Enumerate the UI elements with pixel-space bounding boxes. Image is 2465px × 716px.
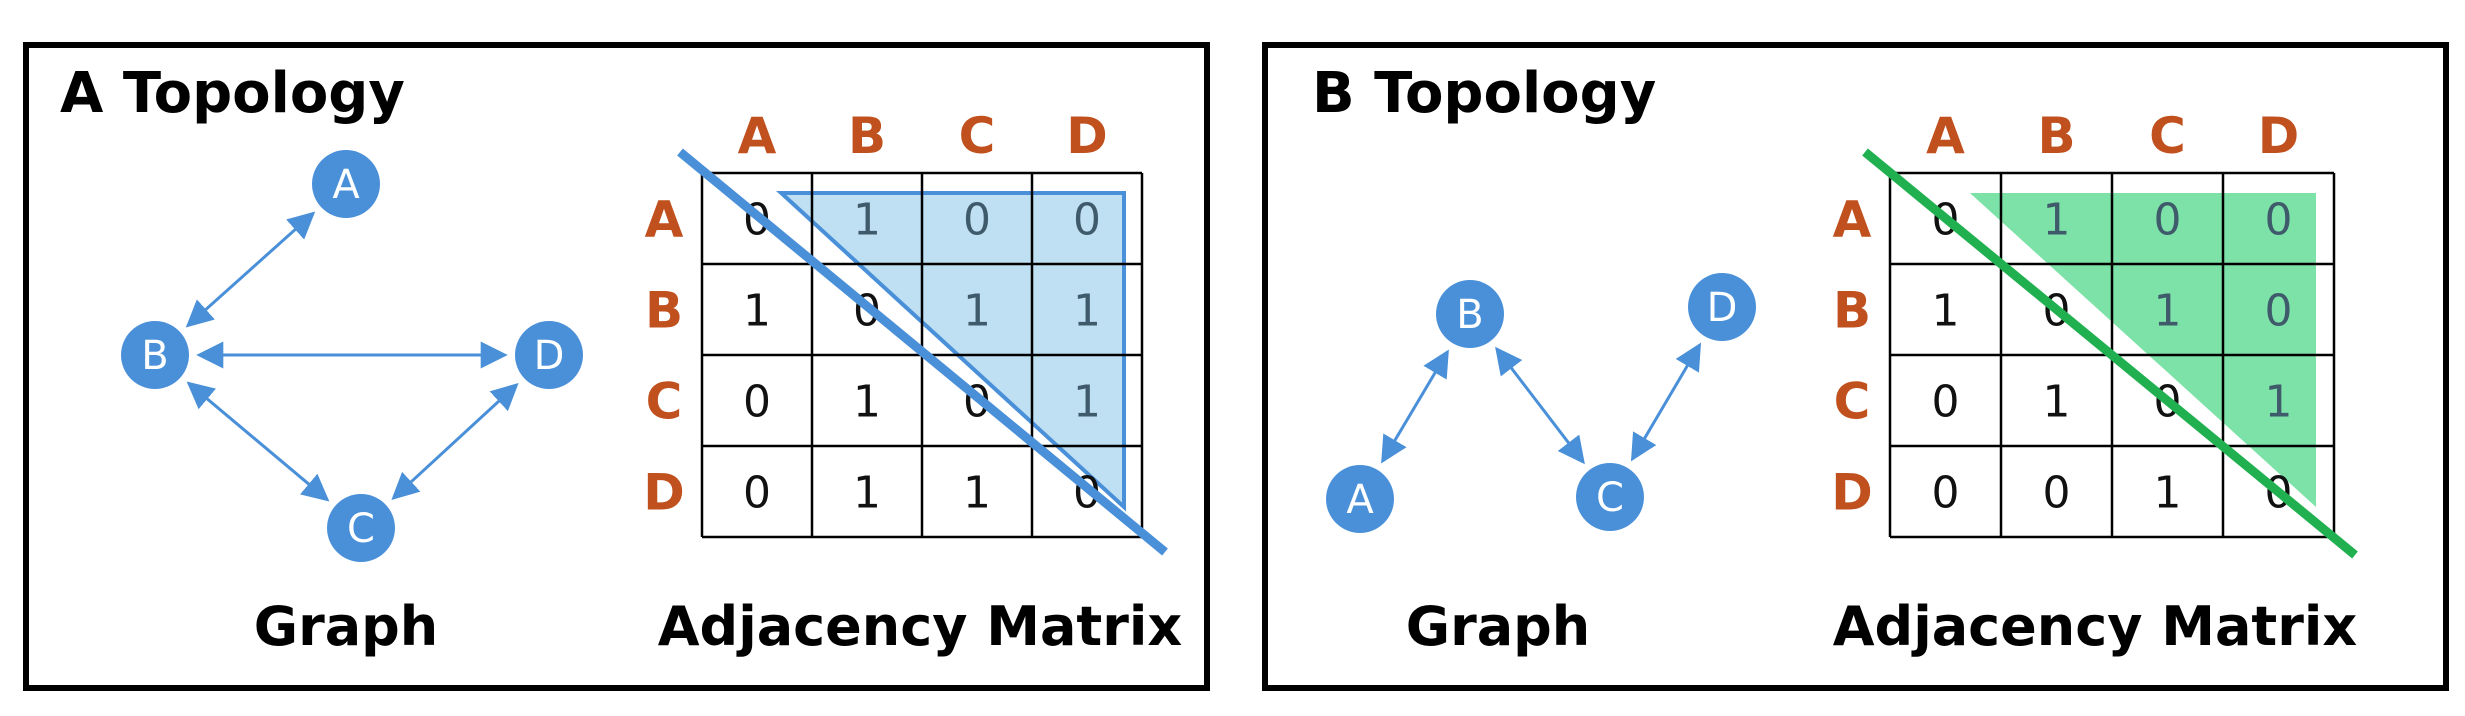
panel-b-adjacency-matrix: ABCDABCD0100101001010010 bbox=[1831, 107, 2358, 559]
panel-b-title: B Topology bbox=[1312, 61, 1656, 126]
column-header-d: D bbox=[1066, 107, 1108, 165]
panel-b-matrix-caption: Adjacency Matrix bbox=[1833, 595, 2358, 658]
matrix-cell: 0 bbox=[2265, 195, 2293, 246]
panel-a-adjacency-matrix: ABCDABCD0100101101010110 bbox=[643, 107, 1168, 556]
panel-a-title: A Topology bbox=[60, 61, 405, 126]
node-label: B bbox=[141, 333, 168, 379]
matrix-cell: 1 bbox=[2265, 377, 2293, 428]
column-header-b: B bbox=[848, 107, 886, 165]
edge-a-b bbox=[1381, 349, 1449, 464]
node-label: D bbox=[1707, 285, 1738, 331]
node-a: A bbox=[312, 150, 380, 218]
node-d: D bbox=[1688, 273, 1756, 341]
node-circle bbox=[312, 150, 380, 218]
node-label: A bbox=[332, 162, 360, 208]
panel-a-border bbox=[23, 42, 1210, 691]
node-label: C bbox=[1596, 475, 1624, 521]
matrix-cell: 1 bbox=[963, 468, 991, 519]
matrix-cell: 1 bbox=[1932, 286, 1960, 337]
panel-b-graph: A B C D bbox=[1326, 273, 1756, 533]
node-circle bbox=[327, 494, 395, 562]
node-circle bbox=[1436, 280, 1504, 348]
edge-b-a bbox=[185, 211, 316, 328]
matrix-cell: 1 bbox=[2043, 377, 2071, 428]
matrix-cell: 1 bbox=[2043, 195, 2071, 246]
diagonal-line bbox=[677, 148, 1168, 556]
node-label: D bbox=[534, 333, 565, 379]
matrix-cell: 1 bbox=[853, 468, 881, 519]
column-header-a: A bbox=[1926, 107, 1965, 165]
panel-a-graph-caption: Graph bbox=[254, 595, 439, 658]
panel-a-graph: A B C D bbox=[121, 150, 583, 562]
matrix-cell: 0 bbox=[743, 377, 771, 428]
node-b: B bbox=[1436, 280, 1504, 348]
matrix-cell: 0 bbox=[1073, 195, 1101, 246]
matrix-cell: 0 bbox=[2043, 468, 2071, 519]
edge-b-c bbox=[1495, 346, 1585, 465]
diagonal-line bbox=[1862, 148, 2358, 559]
matrix-cell: 1 bbox=[1073, 377, 1101, 428]
row-header-d: D bbox=[643, 464, 685, 522]
node-label: A bbox=[1346, 477, 1374, 523]
matrix-cell: 0 bbox=[963, 195, 991, 246]
matrix-cell: 1 bbox=[2154, 286, 2182, 337]
node-d: D bbox=[515, 321, 583, 389]
row-header-c: C bbox=[646, 373, 683, 431]
panel-a-matrix-caption: Adjacency Matrix bbox=[658, 595, 1183, 658]
node-a: A bbox=[1326, 465, 1394, 533]
column-header-c: C bbox=[959, 107, 996, 165]
row-header-b: B bbox=[645, 282, 683, 340]
column-header-c: C bbox=[2149, 107, 2186, 165]
row-header-b: B bbox=[1833, 282, 1871, 340]
matrix-cell: 1 bbox=[963, 286, 991, 337]
matrix-cell: 1 bbox=[853, 195, 881, 246]
matrix-cell: 0 bbox=[2154, 195, 2182, 246]
column-header-b: B bbox=[2037, 107, 2075, 165]
node-b: B bbox=[121, 321, 189, 389]
node-c: C bbox=[1576, 463, 1644, 531]
matrix-cell: 0 bbox=[1932, 377, 1960, 428]
node-circle bbox=[1688, 273, 1756, 341]
matrix-cell: 0 bbox=[743, 468, 771, 519]
matrix-cell: 1 bbox=[853, 377, 881, 428]
edge-b-c bbox=[186, 381, 330, 502]
column-header-d: D bbox=[2258, 107, 2300, 165]
matrix-cell: 0 bbox=[1932, 468, 1960, 519]
matrix-cell: 0 bbox=[2265, 286, 2293, 337]
upper-triangle-highlight bbox=[1969, 193, 2316, 507]
row-header-c: C bbox=[1834, 373, 1871, 431]
edge-c-d bbox=[391, 382, 519, 501]
node-label: C bbox=[347, 506, 375, 552]
row-header-d: D bbox=[1831, 464, 1873, 522]
node-circle bbox=[515, 321, 583, 389]
node-circle bbox=[121, 321, 189, 389]
matrix-cell: 1 bbox=[2154, 468, 2182, 519]
node-label: B bbox=[1456, 292, 1483, 338]
matrix-cell: 1 bbox=[743, 286, 771, 337]
panel-b-graph-caption: Graph bbox=[1406, 595, 1591, 658]
node-c: C bbox=[327, 494, 395, 562]
upper-triangle-highlight bbox=[776, 191, 1126, 512]
column-header-a: A bbox=[738, 107, 777, 165]
node-circle bbox=[1326, 465, 1394, 533]
row-header-a: A bbox=[1833, 191, 1872, 249]
edge-c-d bbox=[1630, 342, 1702, 462]
row-header-a: A bbox=[645, 191, 684, 249]
panel-b-border bbox=[1262, 42, 2449, 691]
matrix-cell: 1 bbox=[1073, 286, 1101, 337]
node-circle bbox=[1576, 463, 1644, 531]
